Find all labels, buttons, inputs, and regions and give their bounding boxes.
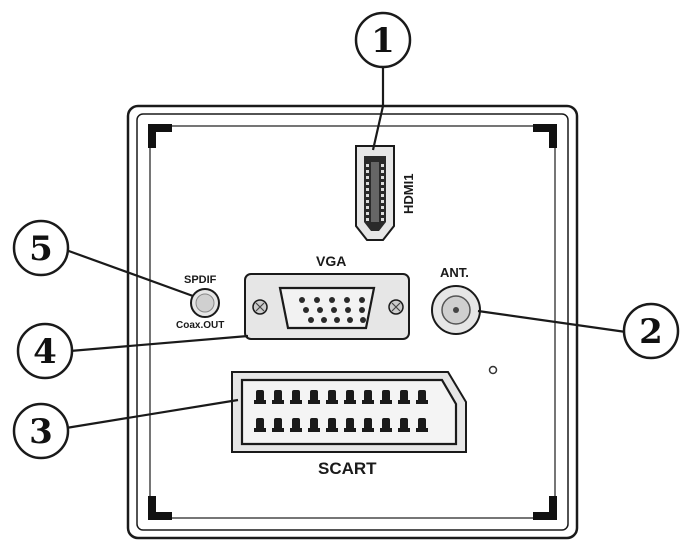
callout-3: 3 (12, 402, 70, 460)
hdmi-pin (366, 164, 369, 167)
leader-lines (65, 66, 627, 430)
hdmi-pin (366, 170, 369, 173)
hdmi-pin (381, 170, 384, 173)
callout-2: 2 (622, 302, 680, 360)
vga-pin (347, 317, 353, 323)
hdmi-pin (381, 182, 384, 185)
corner-bracket-tl (148, 124, 172, 148)
hdmi-pin (366, 182, 369, 185)
hdmi-pin (366, 188, 369, 191)
scart-pin-base (290, 400, 302, 404)
leader-line-1 (371, 66, 385, 151)
scart-pin-base (308, 428, 320, 432)
scart-pin-base (380, 400, 392, 404)
vga-pin (359, 307, 365, 313)
scart-pin-base (398, 400, 410, 404)
callout-3-number: 3 (29, 412, 53, 452)
vga-pin (314, 297, 320, 303)
vga-pin (303, 307, 309, 313)
scart-pin-base (362, 400, 374, 404)
spdif-port: SPDIF Coax.OUT (176, 274, 224, 331)
hdmi-pin (366, 212, 369, 215)
hdmi-pin (381, 206, 384, 209)
corner-bracket-bl (148, 496, 172, 520)
callout-5-number: 5 (29, 229, 53, 269)
vga-pin (299, 297, 305, 303)
coax-out-label: Coax.OUT (176, 320, 224, 331)
callout-4: 4 (16, 322, 74, 380)
hdmi-pin (366, 206, 369, 209)
scart-pin-base (416, 400, 428, 404)
hdmi-label: HDMI1 (401, 174, 416, 214)
hdmi-pin (381, 218, 384, 221)
hdmi-port: HDMI1 (355, 145, 416, 241)
corner-bracket-tr (533, 124, 557, 148)
corner-bracket-br (533, 496, 557, 520)
scart-pin-base (272, 428, 284, 432)
vga-pin (334, 317, 340, 323)
hdmi-pin (366, 176, 369, 179)
scart-pin-base (380, 428, 392, 432)
scart-pin-base (344, 428, 356, 432)
hdmi-pin (381, 164, 384, 167)
scart-pin-base (326, 400, 338, 404)
vga-pin (321, 317, 327, 323)
vga-pin (344, 297, 350, 303)
scart-pin-base (362, 428, 374, 432)
scart-pin-base (416, 428, 428, 432)
leader-line-3 (65, 398, 239, 430)
vga-pin (360, 317, 366, 323)
mark-dot (488, 365, 498, 375)
scart-pin-base (344, 400, 356, 404)
antenna-label: ANT. (440, 265, 469, 280)
vga-pin (331, 307, 337, 313)
vga-pin (359, 297, 365, 303)
spdif-label: SPDIF (184, 274, 217, 286)
scart-pin-base (398, 428, 410, 432)
hdmi-pin (381, 212, 384, 215)
vga-label: VGA (316, 253, 346, 269)
hdmi-pin (381, 200, 384, 203)
vga-pin (308, 317, 314, 323)
scart-pin-base (290, 428, 302, 432)
hdmi-pin (366, 194, 369, 197)
hdmi-pin (381, 194, 384, 197)
scart-pin-base (254, 428, 266, 432)
hdmi-pin (366, 218, 369, 221)
hdmi-pin (366, 200, 369, 203)
scart-port: SCART (231, 371, 467, 478)
scart-pin-base (308, 400, 320, 404)
hdmi-pin (381, 176, 384, 179)
vga-pin (317, 307, 323, 313)
scart-pin-base (254, 400, 266, 404)
vga-pin (329, 297, 335, 303)
scart-label: SCART (318, 459, 377, 478)
callout-2-number: 2 (639, 312, 663, 352)
antenna-port: ANT. (431, 265, 481, 335)
callout-1-number: 1 (371, 21, 395, 61)
callout-4-number: 4 (33, 332, 57, 372)
scart-pin-base (326, 428, 338, 432)
leader-line-2 (477, 309, 627, 334)
vga-port: VGA (244, 253, 410, 340)
vga-pin (345, 307, 351, 313)
callout-1: 1 (354, 11, 412, 69)
leader-line-5 (65, 248, 194, 298)
callout-5: 5 (12, 219, 70, 277)
leader-line-4 (69, 334, 249, 353)
scart-pin-base (272, 400, 284, 404)
hdmi-pin (381, 188, 384, 191)
